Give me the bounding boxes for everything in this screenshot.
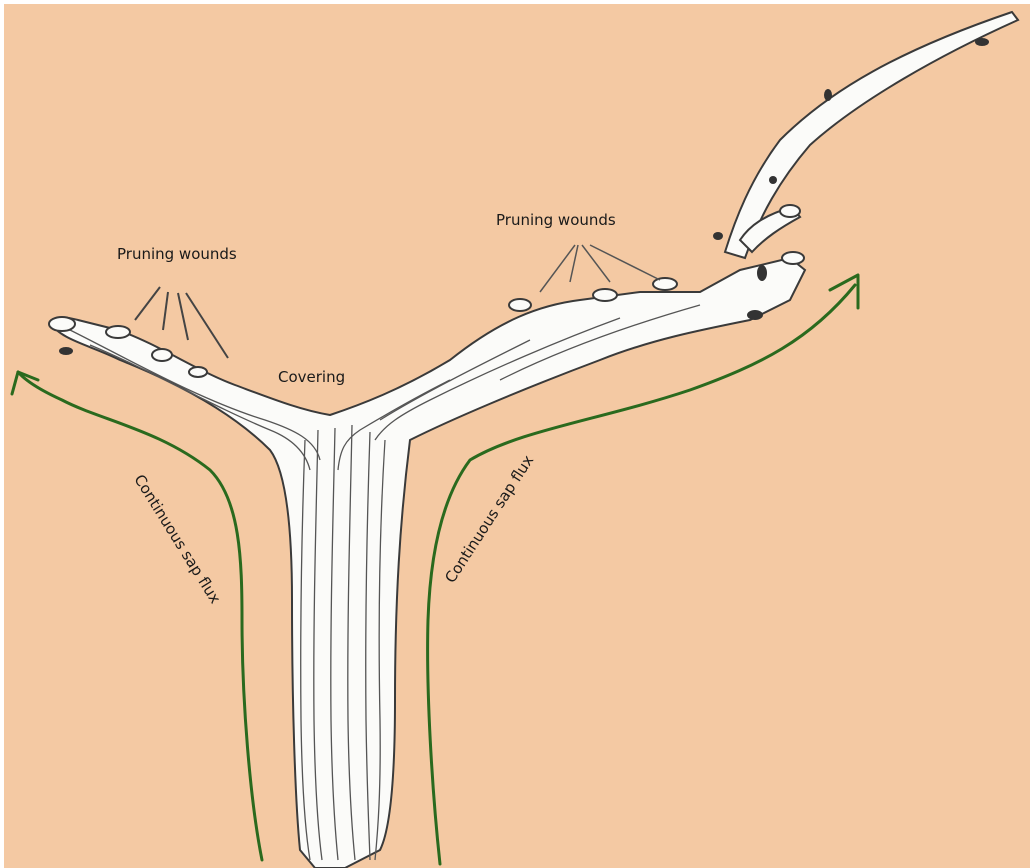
covering-label: Covering xyxy=(278,368,345,386)
pruning-wounds-label-left: Pruning wounds xyxy=(117,245,237,263)
background-panel xyxy=(4,4,1030,868)
pruning-wounds-label-right: Pruning wounds xyxy=(496,211,616,229)
